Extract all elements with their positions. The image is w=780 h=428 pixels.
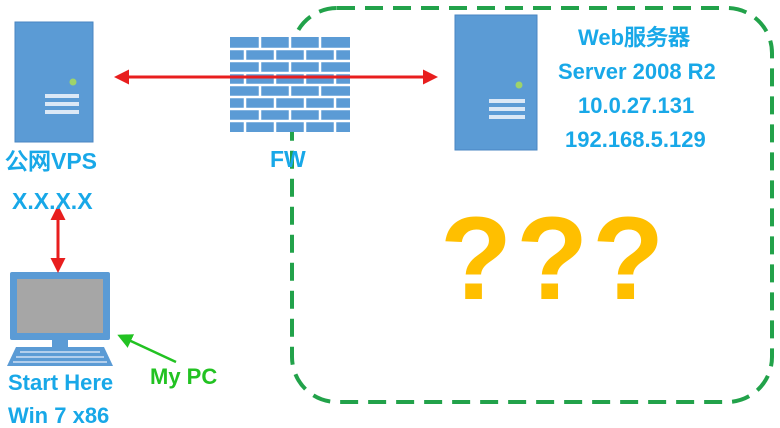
pc-label-line1: Start Here xyxy=(8,370,114,395)
web-server-label-line3: 10.0.27.131 xyxy=(578,93,695,118)
vps-server-icon xyxy=(14,21,94,143)
my-pc-pointer-arrow xyxy=(117,334,177,364)
web-server-icon xyxy=(454,14,538,151)
vps-label-line2: X.X.X.X xyxy=(12,188,93,214)
unknown-zone-marker: ??? xyxy=(440,193,669,325)
my-pc-label: My PC xyxy=(150,364,218,389)
firewall-label: FW xyxy=(270,146,306,172)
web-server-label-line1: Web服务器 xyxy=(578,25,691,50)
firewall-icon xyxy=(230,37,350,132)
web-server-label-line2: Server 2008 R2 xyxy=(558,59,716,84)
pc-label-line2: Win 7 x86 xyxy=(8,403,110,428)
vps-label-line1: 公网VPS xyxy=(5,148,98,174)
pc-icon xyxy=(7,272,113,366)
web-server-label-line4: 192.168.5.129 xyxy=(565,127,706,152)
